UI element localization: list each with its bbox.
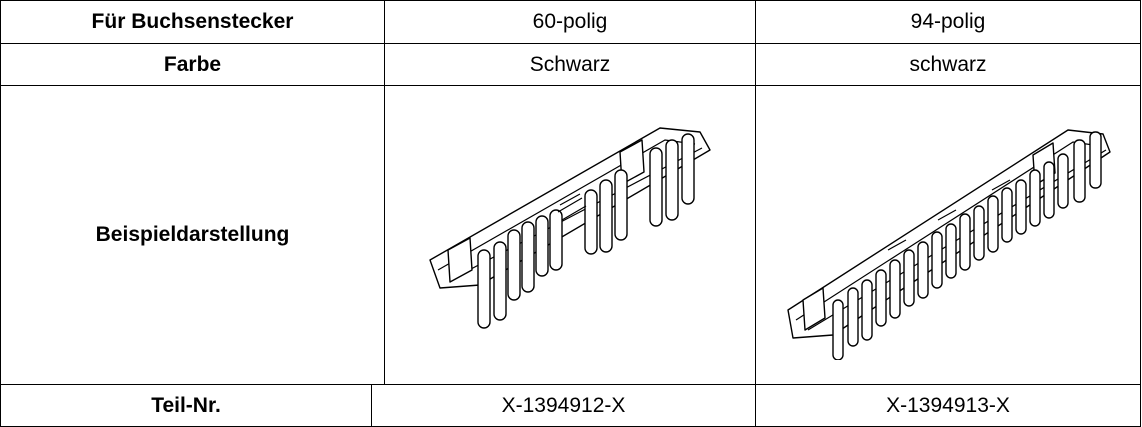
- row-teil-nr: Teil-Nr. X-1394912-X X-1394913-X: [0, 384, 1142, 427]
- drawing-cell-60: [384, 85, 757, 385]
- label-teil-nr: Teil-Nr.: [0, 384, 372, 427]
- label-farbe: Farbe: [0, 43, 386, 86]
- value-farbe-94: schwarz: [755, 43, 1142, 86]
- value-94-polig: 94-polig: [755, 0, 1142, 44]
- row-farbe: Farbe Schwarz schwarz: [0, 43, 1142, 86]
- value-teil-nr-60: X-1394912-X: [370, 384, 757, 427]
- label-buchsenstecker: Für Buchsenstecker: [0, 0, 386, 44]
- value-teil-nr-94: X-1394913-X: [755, 384, 1142, 427]
- drawing-cell-94: [755, 85, 1142, 385]
- connector-94-drawing: [787, 129, 1111, 360]
- row-buchsenstecker: Für Buchsenstecker 60-polig 94-polig: [0, 0, 1142, 44]
- value-60-polig: 60-polig: [384, 0, 757, 44]
- row-beispieldarstellung: Beispieldarstellung: [0, 85, 1142, 385]
- value-farbe-60: Schwarz: [384, 43, 757, 86]
- connector-60-drawing: [429, 127, 711, 329]
- label-beispieldarstellung: Beispieldarstellung: [0, 85, 386, 385]
